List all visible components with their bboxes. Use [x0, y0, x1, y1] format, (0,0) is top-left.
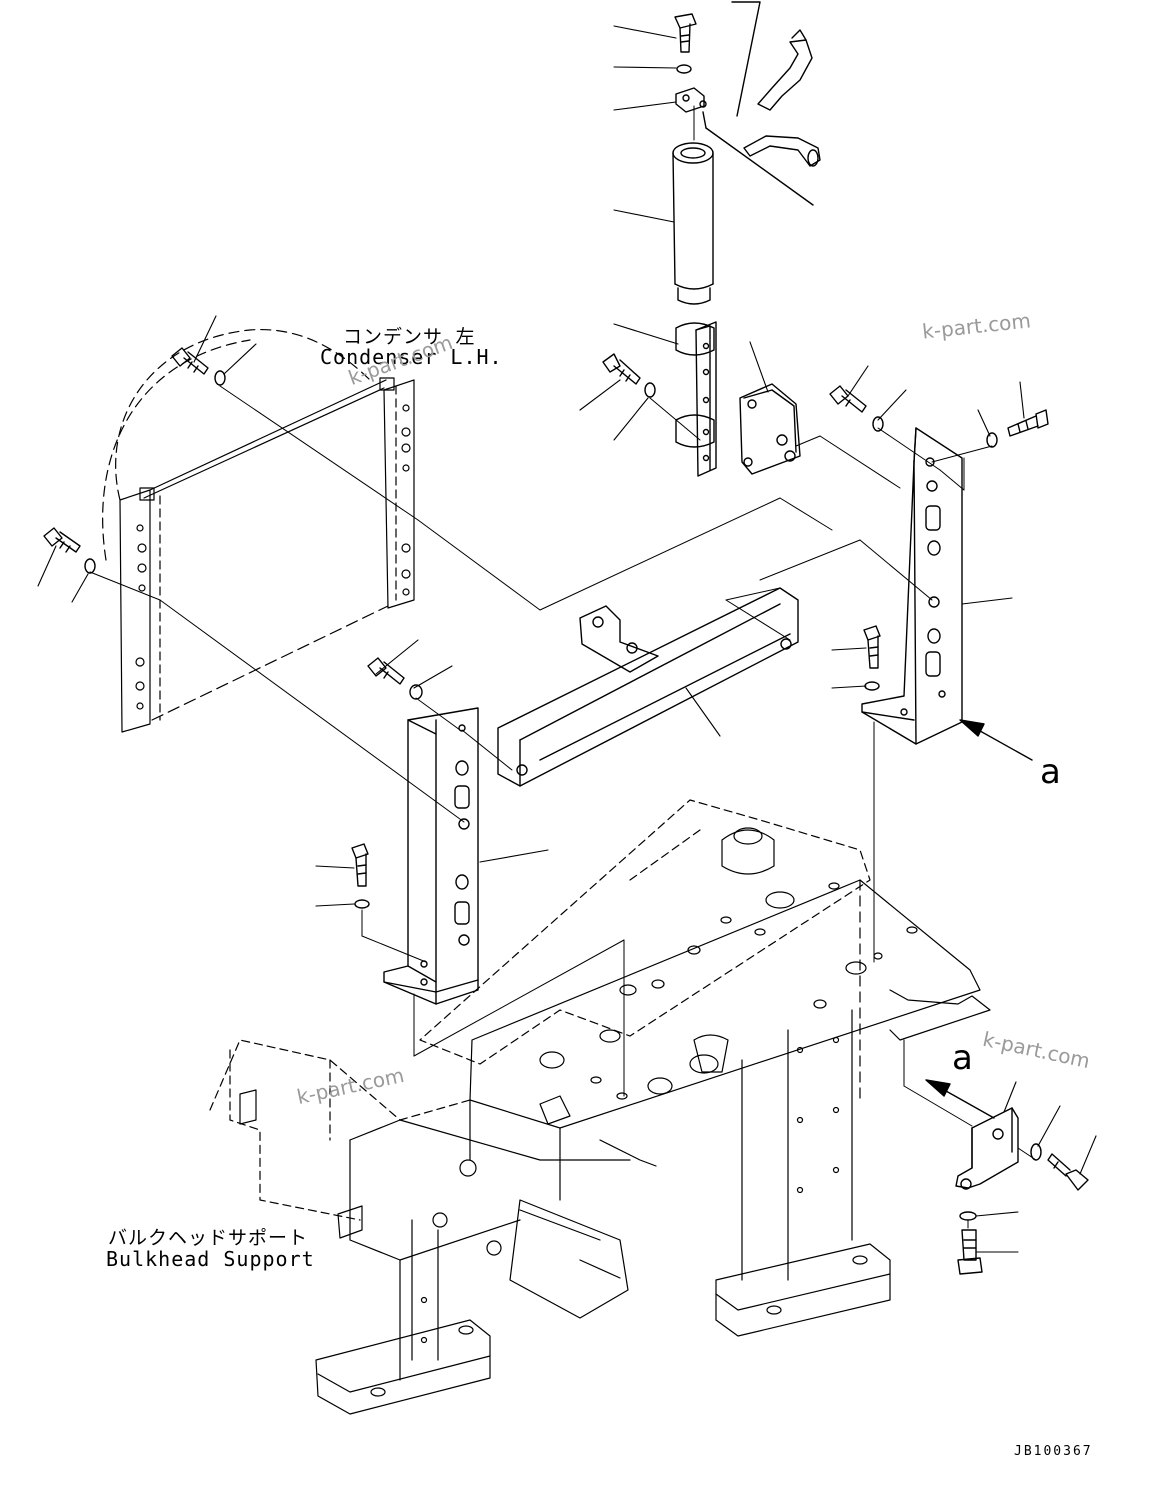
view-arrow-lower	[925, 1079, 995, 1119]
bolt-condenser-left	[43, 527, 81, 553]
receiver-drier	[672, 142, 714, 305]
bulkhead-support	[209, 799, 991, 1415]
assembly-lines	[89, 105, 1037, 1229]
bolt-right-upright-a	[829, 385, 867, 413]
bolt-left-upright	[367, 657, 405, 685]
small-bracket	[955, 1107, 1019, 1190]
bolt-left-lower	[351, 843, 369, 887]
clamp-bracket	[675, 321, 717, 477]
view-a-label-right: a	[1040, 752, 1061, 792]
bolt-condenser-top	[171, 347, 209, 375]
bolt-small-bracket-side	[1047, 1153, 1089, 1191]
bolt-small-bracket-bottom	[957, 1229, 983, 1275]
receiver-drier-group	[602, 1, 821, 477]
bolt-top	[674, 13, 697, 53]
washer-left-upright	[409, 684, 423, 700]
condenser-label-en: Condenser L.H.	[320, 345, 503, 369]
condenser	[102, 328, 415, 733]
drawing-code: JB100367	[1014, 1444, 1093, 1459]
condenser-label-jp: コンデンサ 左	[343, 326, 476, 348]
bolt-right-upright-b	[1007, 409, 1049, 437]
bolt-right-lower	[863, 625, 881, 669]
cross-member	[497, 587, 799, 787]
bolt-clamp	[602, 353, 641, 385]
view-a-label-lower: a	[952, 1038, 973, 1078]
washer-left-lower	[354, 899, 370, 909]
washer-top	[676, 64, 692, 74]
bulkhead-label-en: Bulkhead Support	[106, 1247, 315, 1271]
left-upright-bracket	[383, 707, 479, 1005]
view-arrow-right	[959, 719, 1033, 761]
bulkhead-label-jp: バルクヘッドサポート	[108, 1227, 309, 1249]
washer-clamp	[644, 382, 656, 398]
washer-right-lower	[864, 681, 880, 691]
right-upright-bracket	[861, 427, 963, 745]
mount-plate	[739, 383, 801, 475]
washer-condenser-top	[214, 370, 226, 386]
washer-right-upright-b	[986, 432, 998, 448]
leader-lines	[37, 25, 1097, 1253]
washer-condenser-left	[84, 558, 96, 574]
connector-block	[675, 87, 707, 113]
hose-detail	[702, 1, 821, 206]
washer-right-upright-a	[872, 416, 884, 432]
washer-small-bracket-bottom	[959, 1211, 977, 1221]
